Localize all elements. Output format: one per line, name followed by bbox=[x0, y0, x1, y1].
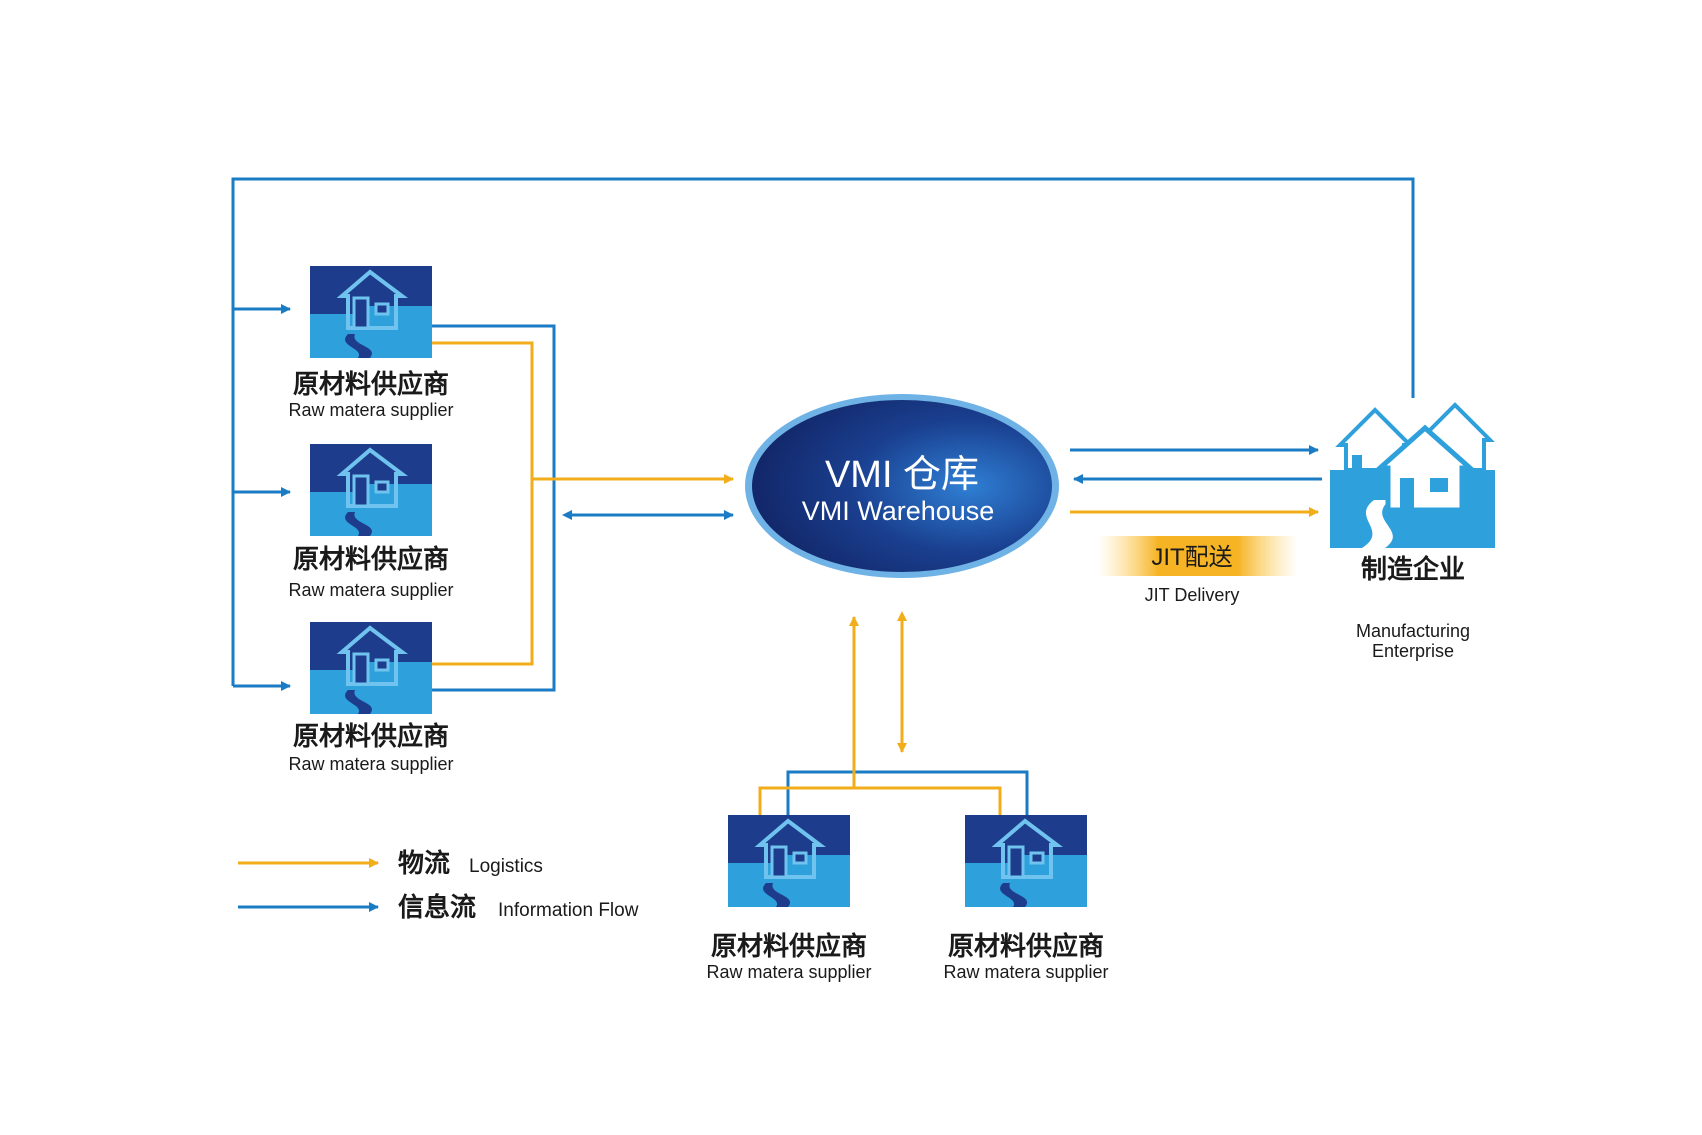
supplier-label-zh: 原材料供应商 bbox=[293, 721, 449, 752]
warehouse-title-zh: VMI 仓库 bbox=[825, 454, 979, 496]
supplier-label-en: Raw matera supplier bbox=[288, 400, 453, 420]
supplier-house-icon bbox=[308, 442, 434, 538]
jit-label-en: JIT Delivery bbox=[1145, 585, 1240, 605]
warehouse-title-en: VMI Warehouse bbox=[802, 496, 995, 526]
supplier-label-en: Raw matera supplier bbox=[943, 962, 1108, 982]
factory-houses-icon bbox=[1330, 402, 1495, 548]
logistics-flow-lines bbox=[432, 341, 1319, 815]
information-flow-lines bbox=[231, 177, 1415, 815]
supplier-label-zh: 原材料供应商 bbox=[293, 369, 449, 400]
jit-highlight bbox=[1098, 536, 1298, 576]
supplier-label-zh: 原材料供应商 bbox=[711, 931, 867, 962]
legend-info-en: Information Flow bbox=[498, 900, 639, 921]
supplier-label-en: Raw matera supplier bbox=[706, 962, 871, 982]
supplier-house-icon bbox=[308, 620, 434, 716]
supplier-label-en: Raw matera supplier bbox=[288, 580, 453, 600]
manufacturer-label-en-1: Manufacturing bbox=[1356, 621, 1470, 641]
vmi-warehouse: VMI 仓库 VMI Warehouse bbox=[745, 394, 1059, 578]
legend-logistics-en: Logistics bbox=[469, 856, 543, 877]
supplier-4: 原材料供应商 Raw matera supplier bbox=[706, 813, 872, 982]
legend-info-zh: 信息流 bbox=[398, 892, 476, 923]
supplier-house-icon bbox=[308, 264, 434, 360]
supplier-1: 原材料供应商 Raw matera supplier bbox=[288, 264, 454, 420]
supplier-label-zh: 原材料供应商 bbox=[948, 931, 1104, 962]
supplier-5: 原材料供应商 Raw matera supplier bbox=[943, 813, 1109, 982]
supplier-house-icon bbox=[726, 813, 852, 909]
jit-label-zh: JIT配送 bbox=[1151, 544, 1232, 571]
supplier-3: 原材料供应商 Raw matera supplier bbox=[288, 620, 454, 774]
manufacturing-enterprise: 制造企业 Manufacturing Enterprise bbox=[1330, 402, 1495, 661]
supplier-label-en: Raw matera supplier bbox=[288, 754, 453, 774]
supplier-label-zh: 原材料供应商 bbox=[293, 544, 449, 575]
supplier-house-icon bbox=[963, 813, 1089, 909]
supplier-2: 原材料供应商 Raw matera supplier bbox=[288, 442, 454, 600]
manufacturer-label-zh: 制造企业 bbox=[1361, 554, 1465, 585]
manufacturer-label-en-2: Enterprise bbox=[1372, 641, 1454, 661]
legend-logistics-zh: 物流 bbox=[398, 849, 450, 879]
jit-delivery: JIT配送 JIT Delivery bbox=[1098, 536, 1298, 605]
legend: 物流 Logistics 信息流 Information Flow bbox=[238, 849, 639, 923]
